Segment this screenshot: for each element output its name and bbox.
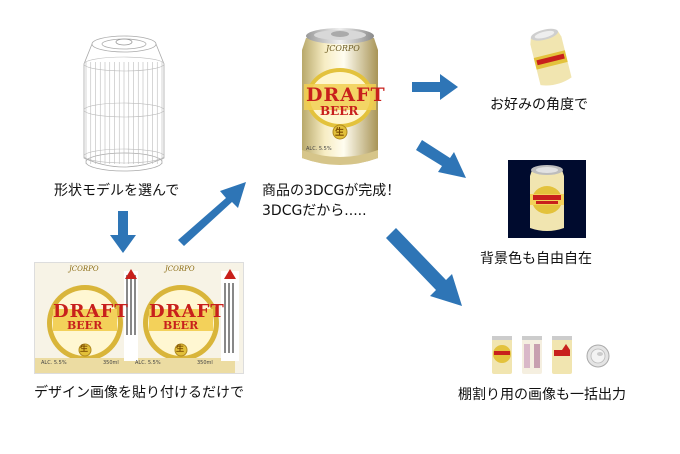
arrow-right — [412, 74, 458, 100]
arrow-up-right — [174, 178, 248, 248]
can-alc: ALC. 5.5% — [306, 146, 332, 152]
design-brand-right: JCORPO — [165, 265, 195, 273]
angled-can-image — [528, 26, 572, 88]
can-title-line2: BEER — [320, 104, 359, 118]
arrow-down — [110, 211, 136, 253]
design-sub-left: BEER — [67, 319, 103, 332]
can-brand: JCORPO — [326, 44, 360, 53]
step-complete-line1: 商品の3DCGが完成！ — [262, 183, 401, 199]
step-complete-line2: 3DCGだから..... — [262, 203, 367, 219]
design-alc-left: ALC. 5.5% — [41, 360, 67, 366]
step-any-background-label: 背景色も自由自在 — [480, 251, 592, 267]
design-sub-right: BEER — [163, 319, 199, 332]
design-badge-right: 生 — [176, 344, 184, 353]
can-title-line1: DRAFT — [306, 84, 386, 106]
flat-design-image: JCORPO DRAFT BEER 生 ALC. 5.5% 350ml JCOR… — [34, 262, 244, 374]
rendered-can-main: JCORPO DRAFT BEER 生 ALC. 5.5% — [298, 20, 385, 170]
design-badge-left: 生 — [80, 344, 88, 353]
shelf-images-row — [490, 334, 620, 378]
dark-background-image — [508, 160, 586, 238]
step-shelf-images-label: 棚割り用の画像も一括出力 — [458, 387, 626, 403]
step-paste-design-label: デザイン画像を貼り付けるだけで — [34, 385, 244, 401]
arrow-down-right-short — [414, 140, 468, 182]
design-volume-left: 350ml — [103, 360, 119, 366]
can-badge: 生 — [335, 128, 345, 138]
step-any-angle-label: お好みの角度で — [490, 97, 588, 113]
wireframe-can-model — [78, 30, 170, 175]
arrow-down-right-long — [384, 228, 466, 310]
step-select-model-label: 形状モデルを選んで — [54, 183, 180, 199]
design-title-left: DRAFT — [53, 301, 129, 322]
design-alc-right: ALC. 5.5% — [135, 360, 161, 366]
design-brand-left: JCORPO — [69, 265, 99, 273]
design-title-right: DRAFT — [149, 301, 225, 322]
design-volume-right: 350ml — [197, 360, 213, 366]
